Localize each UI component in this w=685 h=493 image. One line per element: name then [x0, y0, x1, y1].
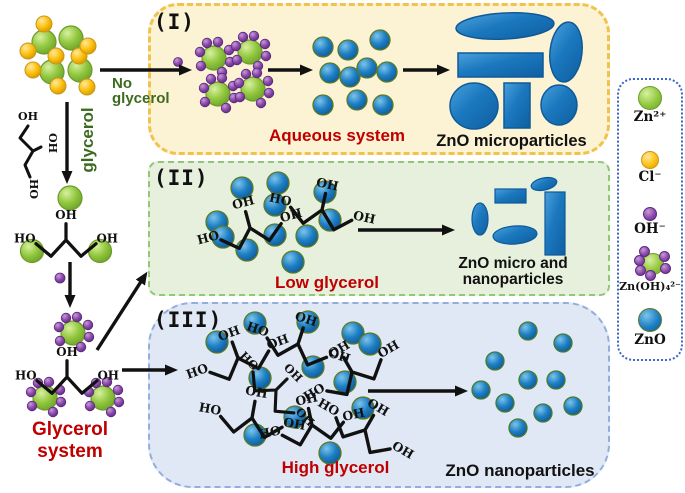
- chloride-ion-sphere: [70, 47, 88, 65]
- oh-label: OH: [55, 208, 77, 222]
- ho-label: HO: [14, 232, 36, 246]
- zincate-complex: [83, 376, 125, 418]
- chloride-ion-sphere: [78, 78, 96, 96]
- hydroxide-ion-sphere: [101, 376, 113, 388]
- zincate-complex-label: Zn(OH)₄²⁻: [619, 280, 681, 293]
- hydroxide-ion-sphere: [43, 376, 55, 388]
- zinc-oxide-sphere: [638, 308, 662, 332]
- hydroxide-ion-sphere: [32, 377, 44, 389]
- zinc-ion-sphere: [638, 86, 662, 110]
- oh-label: OH: [18, 110, 38, 123]
- zinc-ion-sphere: [32, 385, 58, 411]
- ho-label: HO: [15, 369, 37, 383]
- low-glycerol-label: Low glycerol: [275, 273, 379, 292]
- zincate-oh-dot: [660, 263, 671, 274]
- hydroxide-ion-sphere: [47, 406, 59, 418]
- glycerol-molecule: OH HO OH: [15, 345, 119, 395]
- no-glycerol-label: No glycerol: [112, 75, 170, 108]
- hydroxide-ion-sphere: [53, 321, 65, 333]
- oh-label: OH: [97, 369, 119, 383]
- hydroxide-ion-sphere: [83, 386, 95, 398]
- glycerol-system-label: Glycerol system: [31, 419, 109, 462]
- hydroxide-ion-sphere: [113, 396, 125, 408]
- hydroxide-ion-sphere: [105, 406, 117, 418]
- hydroxide-ion-sphere: [83, 331, 95, 343]
- zinc-ion-sphere: [90, 385, 116, 411]
- high-glycerol-label: High glycerol: [281, 458, 390, 477]
- oh-label: OH: [56, 345, 78, 359]
- zinc-ion-swatch: [619, 86, 681, 115]
- zinc-ion-sphere: [58, 25, 84, 51]
- hydroxide-ion-sphere: [75, 341, 87, 353]
- hydroxide-ion-sphere: [112, 384, 124, 396]
- zinc-ion-label: Zn²⁺: [633, 109, 667, 125]
- glycerol-molecule-vertical: OH OH HO: [18, 110, 59, 199]
- panel1-number: (I): [154, 10, 195, 34]
- chloride-ion-sphere: [19, 42, 37, 60]
- hydroxide-ion-sphere: [26, 400, 38, 412]
- hydroxide-ion-sphere: [90, 377, 102, 389]
- hydroxide-ion-sphere: [84, 400, 96, 412]
- zincate-oh-dot: [645, 270, 656, 281]
- ho-label: HO: [27, 179, 40, 199]
- zinc-oxide-swatch: [619, 308, 681, 337]
- zincate-complex-swatch: [634, 246, 671, 281]
- hydroxide-ion-sphere: [55, 396, 67, 408]
- chloride-ion-sphere: [79, 37, 97, 55]
- zinc-oxide-label: ZnO: [634, 332, 666, 348]
- chloride-ion-sphere: [47, 47, 65, 65]
- hydroxide-ion-sphere: [54, 335, 66, 347]
- oh-label: OH: [96, 232, 118, 246]
- hydroxide-ion-sphere: [54, 384, 66, 396]
- oh-label: OH: [46, 133, 59, 153]
- zno-nanoparticles-label: ZnO nanoparticles: [445, 461, 595, 480]
- glycerol-molecule: OH HO OH: [14, 208, 118, 258]
- hydroxide-ion-label: OH⁻: [634, 221, 666, 237]
- zno-micro-nano-label: ZnO micro and nanoparticles: [458, 255, 568, 289]
- hydroxide-ion-sphere: [25, 386, 37, 398]
- chloride-ion-sphere: [49, 77, 67, 95]
- zinc-ion-sphere: [57, 185, 83, 211]
- zincate-complex: [25, 376, 67, 418]
- zinc-ion-sphere: [60, 320, 86, 346]
- chloride-ion-swatch: [619, 151, 681, 174]
- zinc-ion-sphere: [39, 59, 65, 85]
- zinc-ion-sphere: [19, 238, 45, 264]
- zinc-ion-sphere: [87, 238, 113, 264]
- arrow-to-low-glycerol: [95, 271, 148, 351]
- chloride-ion-sphere: [641, 151, 659, 169]
- hydroxide-ion-sphere: [82, 319, 94, 331]
- panel3-number: (III): [154, 308, 223, 332]
- hydroxide-ion-sphere: [54, 272, 66, 284]
- legend: Zn²⁺ Cl⁻ OH⁻ Zn(OH)₄²⁻ ZnO: [617, 78, 683, 361]
- zincate-oh-dot: [659, 251, 670, 262]
- hydroxide-ion-sphere: [60, 312, 72, 324]
- zno-microparticles-label: ZnO microparticles: [436, 132, 587, 150]
- zinc-ion-sphere: [67, 57, 93, 83]
- zincate-oh-dot: [635, 265, 646, 276]
- hydroxide-ion-sphere: [643, 207, 657, 221]
- glycerol-arrow-label: glycerol: [78, 107, 97, 173]
- chloride-ion-sphere: [24, 61, 42, 79]
- hydroxide-ion-swatch: [619, 207, 681, 226]
- zincate-complex: [53, 311, 95, 353]
- chloride-ion-label: Cl⁻: [638, 169, 662, 185]
- panel2-number: (II): [154, 166, 209, 190]
- hydroxide-ion-sphere: [71, 311, 83, 323]
- zincate-oh-dot: [639, 246, 650, 257]
- aqueous-system-label: Aqueous system: [268, 126, 406, 145]
- zinc-ion-sphere: [31, 29, 57, 55]
- chloride-ion-sphere: [35, 15, 53, 33]
